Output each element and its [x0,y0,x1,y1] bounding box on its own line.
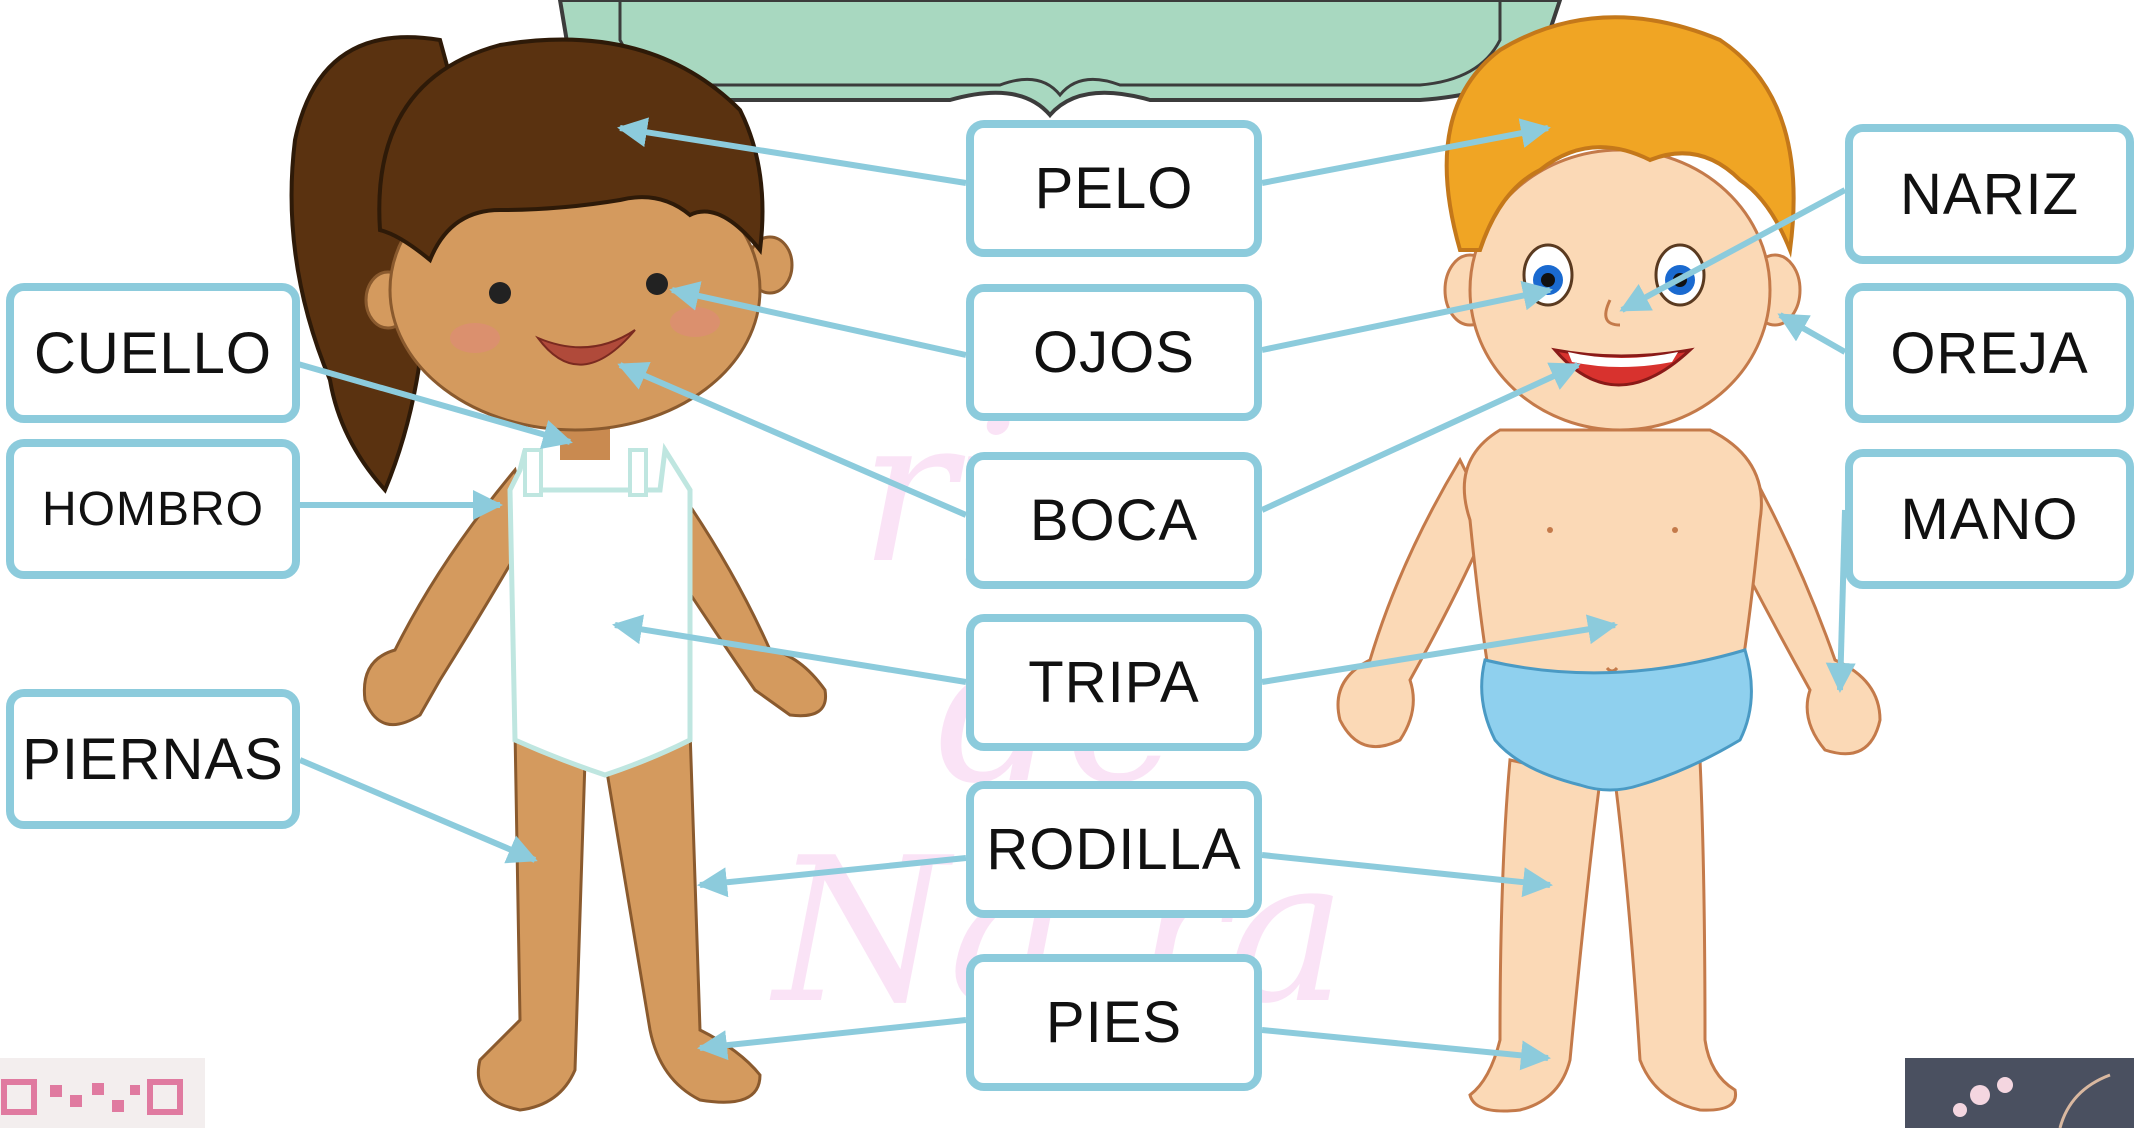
girl-figure [289,35,828,1112]
boy-figure [1336,15,1882,1113]
arrow-pelo-girl [617,117,967,186]
label-nariz: NARIZ [1845,124,2134,264]
arrow-pies-boy [1261,1027,1551,1071]
label-hombro: HOMBRO [6,439,300,579]
arrow-tripa-girl [612,614,967,685]
qr-code-icon [0,1058,205,1128]
arrow-ojos-girl [669,281,967,358]
arrow-tripa-boy [1261,614,1618,685]
arrow-piernas [298,757,538,864]
label-cuello: CUELLO [6,283,300,423]
arrow-pies-girl [697,1017,967,1061]
arrow-nariz [1619,187,1847,313]
label-tripa: TRIPA [966,614,1262,751]
label-ojos: OJOS [966,284,1262,421]
arrow-boca-girl [617,361,968,518]
label-piernas: PIERNAS [6,689,300,829]
arrow-ojos-boy [1261,280,1553,353]
arrow-boca-boy [1260,362,1581,513]
label-rodilla: RODILLA [966,781,1262,918]
label-pies: PIES [966,954,1262,1091]
label-boca: BOCA [966,452,1262,589]
arrow-rodilla-boy [1261,852,1553,898]
arrows [297,117,1856,1071]
label-mano: MANO [1845,449,2134,589]
arrow-rodilla-girl [697,855,967,898]
label-pelo: PELO [966,120,1262,257]
arrow-pelo-boy [1261,118,1551,186]
arrow-oreja [1777,312,1847,355]
floral-logo-icon [1905,1058,2134,1128]
arrow-cuello [297,361,573,449]
label-oreja: OREJA [1845,283,2134,423]
arrow-mano [1825,509,1856,693]
